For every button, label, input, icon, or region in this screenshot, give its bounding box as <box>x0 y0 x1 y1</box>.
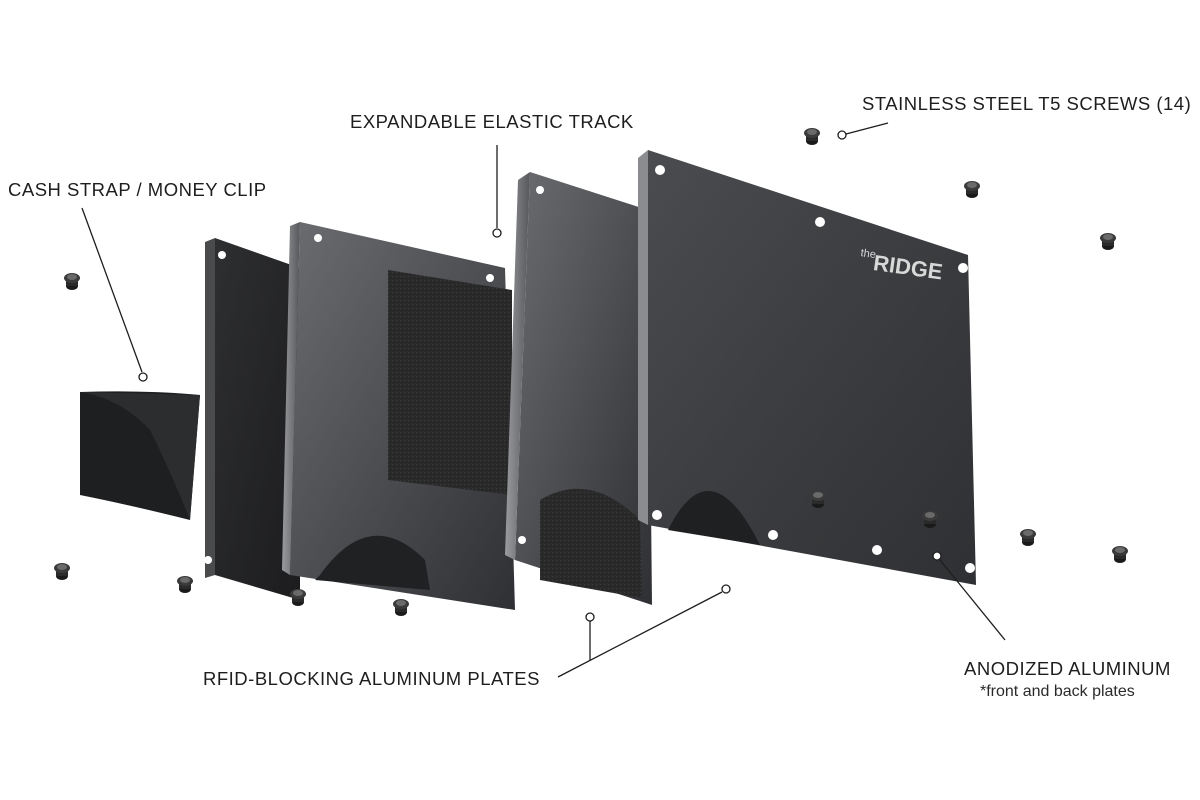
rfid-plate-back-hole <box>314 234 322 242</box>
label-anodized: ANODIZED ALUMINUM <box>964 658 1171 679</box>
label-rfid-plates: RFID-BLOCKING ALUMINUM PLATES <box>203 668 540 689</box>
elastic-track-felt <box>540 488 642 598</box>
logo-small-text: the <box>860 247 877 261</box>
front-plate-hole <box>768 530 778 540</box>
back-plate <box>215 238 300 600</box>
screw-icon <box>393 599 409 616</box>
rfid-plate-back-hole <box>486 274 494 282</box>
screw-icon <box>1100 233 1116 250</box>
front-plate-notch <box>668 490 760 545</box>
elastic-band-back <box>388 270 512 495</box>
leader-anodized-dot <box>932 551 942 561</box>
leader-rfid-1 <box>557 591 723 678</box>
front-plate-hole <box>815 217 825 227</box>
label-screws: STAINLESS STEEL T5 SCREWS (14) <box>862 93 1192 114</box>
front-plate <box>648 150 976 585</box>
front-plate-hole <box>965 563 975 573</box>
screw-icon <box>804 128 820 145</box>
leader-cash-dot <box>138 372 148 382</box>
label-anodized-sub: *front and back plates <box>980 683 1135 700</box>
front-plate-hole <box>655 165 665 175</box>
cash-strap-shadow <box>80 392 200 520</box>
screw-icon <box>290 589 306 606</box>
back-plate-hole <box>204 556 212 564</box>
back-plate-hole <box>218 251 226 259</box>
leader-screws-dot <box>837 130 847 140</box>
rfid-plate-front-hole <box>536 186 544 194</box>
screw-icon <box>64 273 80 290</box>
front-plate-hole <box>958 263 968 273</box>
front-plate-hole <box>652 510 662 520</box>
leader-elastic-dot <box>492 228 502 238</box>
screw-icon <box>54 563 70 580</box>
screw-icon <box>1020 529 1036 546</box>
label-cash-strap: CASH STRAP / MONEY CLIP <box>8 179 267 200</box>
leader-lines <box>81 122 1006 678</box>
leader-rfid-dot-2 <box>585 612 595 622</box>
front-plate-hole <box>872 545 882 555</box>
rfid-plate-front-hole <box>518 536 526 544</box>
screw-icon <box>964 181 980 198</box>
rfid-plate-back-edge <box>282 222 300 575</box>
back-plate-edge <box>205 238 215 578</box>
leader-rfid-dot-1 <box>721 584 731 594</box>
rfid-plate-back-notch <box>315 535 430 590</box>
label-elastic-track: EXPANDABLE ELASTIC TRACK <box>350 111 634 132</box>
front-plate-edge <box>638 150 648 525</box>
leader-screws <box>845 122 889 135</box>
screw-icon <box>1112 546 1128 563</box>
leader-cash <box>81 207 143 373</box>
screw-icon <box>177 576 193 593</box>
rfid-plate-front-edge <box>505 172 530 560</box>
leader-anodized <box>939 559 1006 641</box>
